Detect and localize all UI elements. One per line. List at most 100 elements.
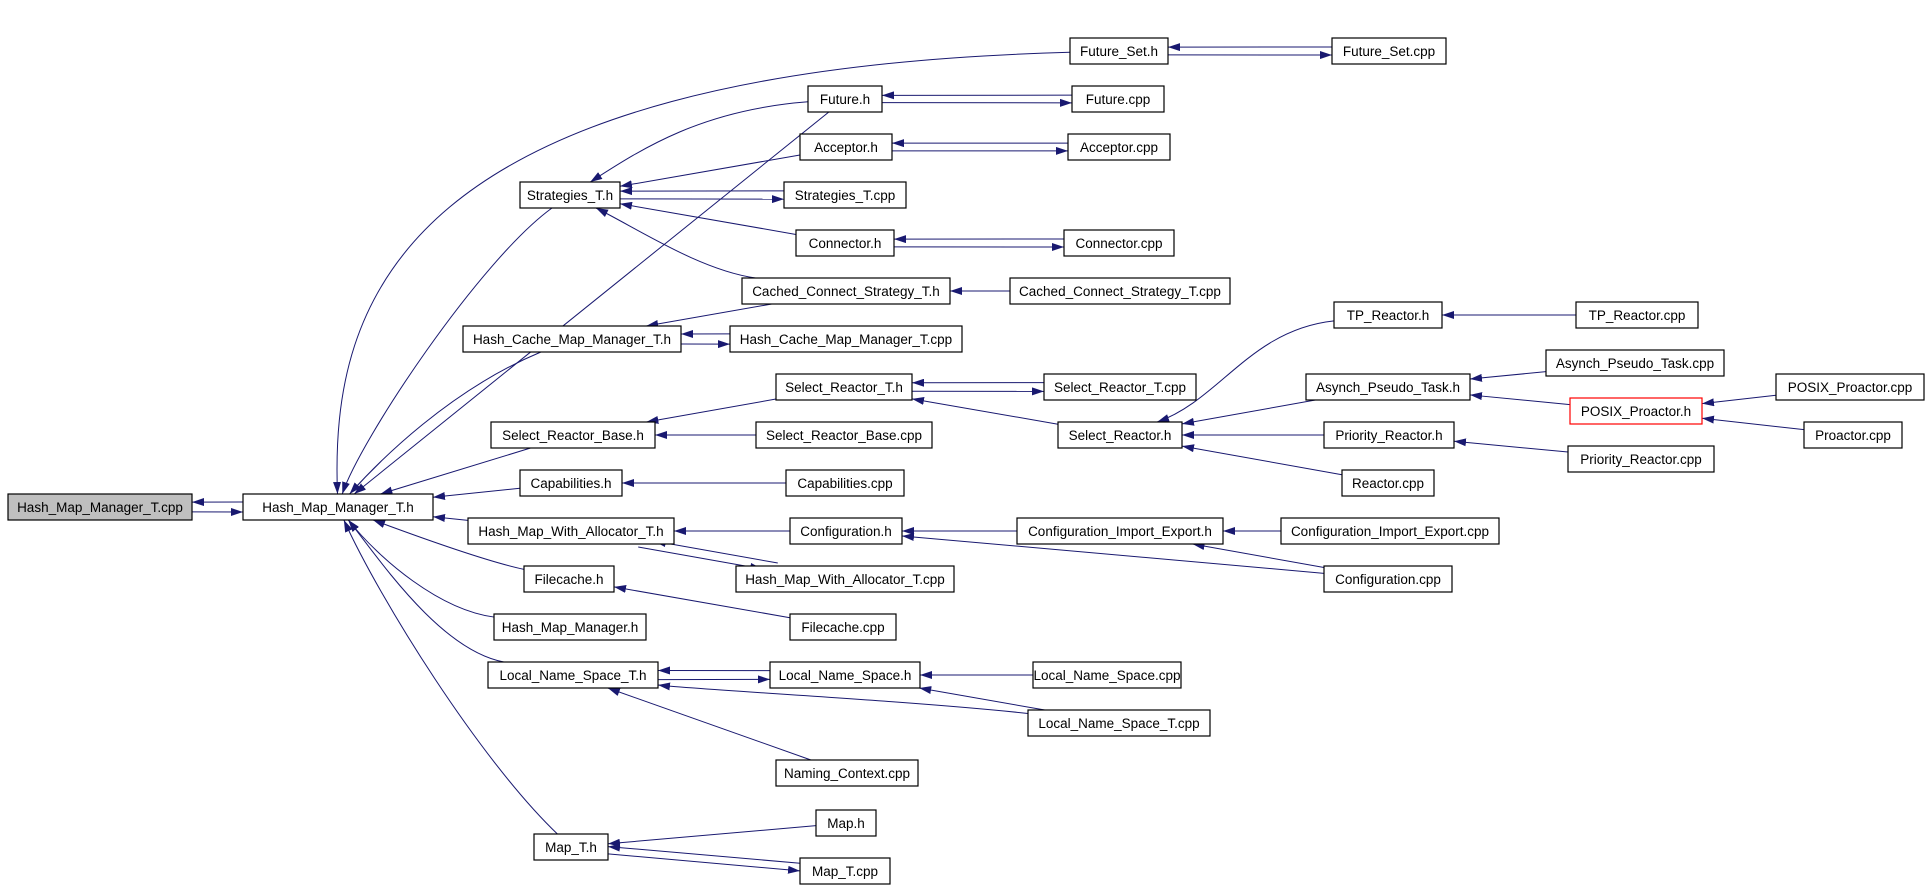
node-label: Map_T.h xyxy=(545,840,597,855)
node-future-set-cpp[interactable]: Future_Set.cpp xyxy=(1331,37,1447,65)
node-acceptor-h[interactable]: Acceptor.h xyxy=(799,133,893,161)
edge-n42-to-n1 xyxy=(347,519,504,663)
node-asynch-pseudo-task-h[interactable]: Asynch_Pseudo_Task.h xyxy=(1305,373,1471,401)
node-box xyxy=(783,181,907,209)
node-label: Capabilities.h xyxy=(530,476,611,491)
node-local-name-space-cpp[interactable]: Local_Name_Space.cpp xyxy=(1032,661,1182,689)
node-future-set-h[interactable]: Future_Set.h xyxy=(1069,37,1169,65)
edge-n12-to-n14 xyxy=(646,303,772,328)
node-label: Local_Name_Space_T.cpp xyxy=(1038,716,1199,731)
node-select-reactor-base-cpp[interactable]: Select_Reactor_Base.cpp xyxy=(755,421,933,449)
node-box xyxy=(487,661,659,689)
node-capabilities-cpp[interactable]: Capabilities.cpp xyxy=(785,469,905,497)
node-map-t-h[interactable]: Map_T.h xyxy=(533,833,609,861)
node-box xyxy=(519,181,621,209)
edge-n22-to-n23 xyxy=(1701,394,1777,407)
node-box xyxy=(1067,133,1171,161)
node-label: Future.cpp xyxy=(1086,92,1151,107)
node-capabilities-h[interactable]: Capabilities.h xyxy=(519,469,623,497)
node-reactor-cpp[interactable]: Reactor.cpp xyxy=(1341,469,1435,497)
node-priority-reactor-h[interactable]: Priority_Reactor.h xyxy=(1323,421,1455,449)
node-box xyxy=(1567,445,1715,473)
node-hash-cache-map-manager-t-cpp[interactable]: Hash_Cache_Map_Manager_T.cpp xyxy=(729,325,963,353)
node-naming-context-cpp[interactable]: Naming_Context.cpp xyxy=(775,759,919,787)
node-label: POSIX_Proactor.cpp xyxy=(1788,380,1913,395)
node-configuration-import-export-cpp[interactable]: Configuration_Import_Export.cpp xyxy=(1280,517,1500,545)
node-label: Connector.h xyxy=(809,236,882,251)
node-label: Acceptor.h xyxy=(814,140,878,155)
node-strategies-t-h[interactable]: Strategies_T.h xyxy=(519,181,621,209)
node-filecache-cpp[interactable]: Filecache.cpp xyxy=(789,613,897,641)
node-future-h[interactable]: Future.h xyxy=(807,85,883,113)
node-box xyxy=(755,421,933,449)
node-configuration-import-export-h[interactable]: Configuration_Import_Export.h xyxy=(1016,517,1224,545)
node-select-reactor-t-h[interactable]: Select_Reactor_T.h xyxy=(775,373,913,401)
node-tp-reactor-cpp[interactable]: TP_Reactor.cpp xyxy=(1575,301,1699,329)
node-connector-cpp[interactable]: Connector.cpp xyxy=(1063,229,1175,257)
node-label: Select_Reactor.h xyxy=(1069,428,1172,443)
node-box xyxy=(741,277,951,305)
node-hash-map-manager-t-h[interactable]: Hash_Map_Manager_T.h xyxy=(242,493,434,521)
edge-n41-to-n37 xyxy=(613,585,791,619)
node-hash-map-manager-t-cpp[interactable]: Hash_Map_Manager_T.cpp xyxy=(7,493,193,521)
node-posix-proactor-h[interactable]: POSIX_Proactor.h xyxy=(1569,397,1703,425)
edge-n48-to-n1 xyxy=(343,519,558,835)
edge-n24-to-n1 xyxy=(380,447,531,495)
node-connector-h[interactable]: Connector.h xyxy=(795,229,895,257)
node-label: Reactor.cpp xyxy=(1352,476,1424,491)
node-map-h[interactable]: Map.h xyxy=(815,809,877,837)
node-asynch-pseudo-task-cpp[interactable]: Asynch_Pseudo_Task.cpp xyxy=(1545,349,1725,377)
node-select-reactor-t-cpp[interactable]: Select_Reactor_T.cpp xyxy=(1043,373,1197,401)
node-label: Cached_Connect_Strategy_T.cpp xyxy=(1019,284,1221,299)
node-configuration-h[interactable]: Configuration.h xyxy=(789,517,903,545)
edge-n48-to-n49 xyxy=(607,853,801,874)
node-cached-connect-strategy-t-cpp[interactable]: Cached_Connect_Strategy_T.cpp xyxy=(1009,277,1231,305)
node-hash-map-with-allocator-t-cpp[interactable]: Hash_Map_With_Allocator_T.cpp xyxy=(735,565,955,593)
node-cached-connect-strategy-t-h[interactable]: Cached_Connect_Strategy_T.h xyxy=(741,277,951,305)
node-label: Configuration.h xyxy=(800,524,892,539)
node-box xyxy=(1043,373,1197,401)
node-hash-cache-map-manager-t-h[interactable]: Hash_Cache_Map_Manager_T.h xyxy=(462,325,682,353)
node-label: Hash_Map_With_Allocator_T.cpp xyxy=(745,572,945,587)
node-future-cpp[interactable]: Future.cpp xyxy=(1071,85,1165,113)
node-box xyxy=(533,833,609,861)
node-local-name-space-t-cpp[interactable]: Local_Name_Space_T.cpp xyxy=(1027,709,1211,737)
node-box xyxy=(1775,373,1925,401)
edge-n8-to-n1 xyxy=(341,207,553,495)
node-posix-proactor-cpp[interactable]: POSIX_Proactor.cpp xyxy=(1775,373,1925,401)
node-label: Map_T.cpp xyxy=(812,864,878,879)
node-label: Select_Reactor_Base.cpp xyxy=(766,428,922,443)
node-strategies-t-cpp[interactable]: Strategies_T.cpp xyxy=(783,181,907,209)
node-hash-map-manager-h[interactable]: Hash_Map_Manager.h xyxy=(493,613,647,641)
node-local-name-space-h[interactable]: Local_Name_Space.h xyxy=(769,661,921,689)
node-box xyxy=(493,613,647,641)
node-box xyxy=(785,469,905,497)
node-map-t-cpp[interactable]: Map_T.cpp xyxy=(799,857,891,885)
node-configuration-cpp[interactable]: Configuration.cpp xyxy=(1323,565,1453,593)
edge-n19-to-n24 xyxy=(646,398,777,424)
node-proactor-cpp[interactable]: Proactor.cpp xyxy=(1803,421,1903,449)
node-select-reactor-base-h[interactable]: Select_Reactor_Base.h xyxy=(490,421,656,449)
node-label: Filecache.cpp xyxy=(801,620,884,635)
node-select-reactor-h[interactable]: Select_Reactor.h xyxy=(1057,421,1183,449)
node-acceptor-cpp[interactable]: Acceptor.cpp xyxy=(1067,133,1171,161)
node-box xyxy=(519,469,623,497)
node-tp-reactor-h[interactable]: TP_Reactor.h xyxy=(1333,301,1443,329)
node-priority-reactor-cpp[interactable]: Priority_Reactor.cpp xyxy=(1567,445,1715,473)
node-hash-map-with-allocator-t-h[interactable]: Hash_Map_With_Allocator_T.h xyxy=(467,517,675,545)
edge-n10-to-n8 xyxy=(619,201,797,235)
node-label: Hash_Map_With_Allocator_T.h xyxy=(478,524,663,539)
node-label: Configuration_Import_Export.h xyxy=(1028,524,1212,539)
node-filecache-h[interactable]: Filecache.h xyxy=(523,565,615,593)
node-label: Proactor.cpp xyxy=(1815,428,1891,443)
node-label: Select_Reactor_Base.h xyxy=(502,428,644,443)
node-box xyxy=(1331,37,1447,65)
node-label: Select_Reactor_T.cpp xyxy=(1054,380,1186,395)
node-label: Local_Name_Space_T.h xyxy=(499,668,646,683)
edge-n45-to-n42 xyxy=(657,682,1029,714)
node-box xyxy=(1063,229,1175,257)
node-label: Hash_Map_Manager_T.cpp xyxy=(17,500,183,515)
node-local-name-space-t-h[interactable]: Local_Name_Space_T.h xyxy=(487,661,659,689)
node-box xyxy=(735,565,955,593)
edge-n4-to-n1 xyxy=(353,111,830,495)
